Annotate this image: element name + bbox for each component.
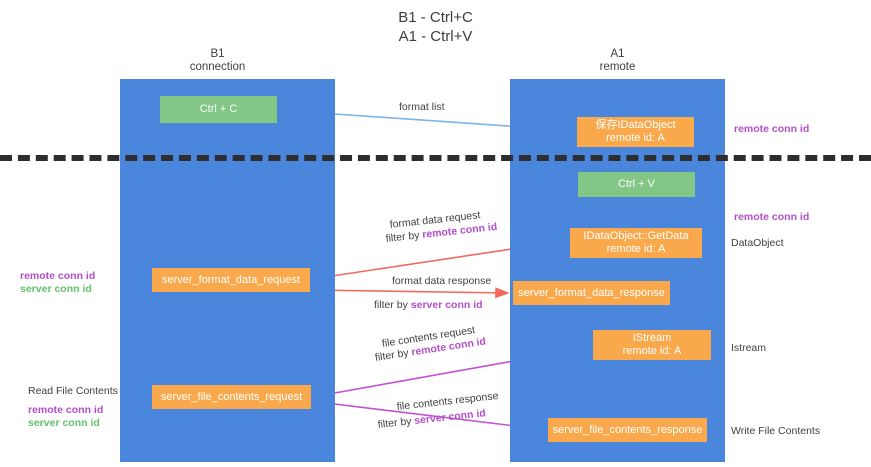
node-server-format-data-request[interactable]: server_format_data_request bbox=[152, 268, 310, 292]
annotation-dataobject: DataObject bbox=[731, 237, 784, 249]
filter-prefix-3: filter by bbox=[374, 346, 413, 364]
annotation-left-server-conn-id-mid: server conn id bbox=[20, 283, 92, 295]
node-ctrl-v[interactable]: Ctrl + V bbox=[578, 172, 695, 197]
node-save-idataobject-remote-id: remote id: A bbox=[606, 132, 665, 144]
filter-prefix-1: filter by bbox=[385, 229, 423, 245]
page-title: B1 - Ctrl+C A1 - Ctrl+V bbox=[398, 9, 473, 45]
node-istream-remote-id: remote id: A bbox=[622, 345, 682, 357]
annotation-read-file-contents: Read File Contents bbox=[28, 385, 118, 397]
node-save-idataobject-label: 保存IDataObject bbox=[595, 119, 676, 131]
node-ctrl-c-label: Ctrl + C bbox=[199, 103, 238, 115]
lane-header-a1: A1 remote bbox=[560, 48, 675, 74]
node-server-format-data-response-label: server_format_data_response bbox=[518, 286, 665, 299]
node-server-file-contents-request[interactable]: server_file_contents_request bbox=[152, 385, 311, 409]
lane-header-b1-role: connection bbox=[189, 61, 246, 73]
annotation-remote-conn-id-top: remote conn id bbox=[734, 123, 810, 135]
filter-prefix-4: filter by bbox=[377, 415, 415, 431]
annotation-remote-conn-id-mid: remote conn id bbox=[734, 211, 810, 223]
lane-header-b1: B1 connection bbox=[160, 48, 275, 74]
edge-label-format-data-response-filter: filter by server conn id bbox=[374, 298, 483, 312]
node-server-file-contents-response[interactable]: server_file_contents_response bbox=[548, 418, 707, 442]
lane-header-a1-name: A1 bbox=[610, 48, 625, 60]
node-server-file-contents-response-label: server_file_contents_response bbox=[552, 423, 703, 436]
node-save-idataobject[interactable]: 保存IDataObject remote id: A bbox=[577, 117, 694, 147]
edge-label-format-data-response: format data response bbox=[392, 275, 492, 287]
lane-header-a1-role: remote bbox=[599, 61, 636, 73]
filter-key-server-conn-id-1: server conn id bbox=[410, 299, 483, 311]
node-ctrl-c[interactable]: Ctrl + C bbox=[160, 96, 277, 123]
annotation-left-remote-conn-id-mid: remote conn id bbox=[20, 270, 96, 282]
section-divider bbox=[0, 155, 871, 161]
annotation-write-file-contents: Write File Contents bbox=[731, 425, 821, 437]
node-server-file-contents-request-label: server_file_contents_request bbox=[160, 390, 303, 403]
node-istream-label: IStream bbox=[632, 332, 672, 344]
edge-label-format-list: format list bbox=[399, 101, 445, 113]
annotation-left-server-conn-id-bottom: server conn id bbox=[28, 417, 100, 429]
node-server-format-data-request-label: server_format_data_request bbox=[161, 273, 301, 286]
lane-header-b1-name: B1 bbox=[210, 48, 225, 60]
node-ctrl-v-label: Ctrl + V bbox=[618, 178, 655, 190]
filter-prefix-2: filter by bbox=[374, 299, 411, 311]
annotation-left-remote-conn-id-bottom: remote conn id bbox=[28, 404, 104, 416]
node-server-format-data-response[interactable]: server_format_data_response bbox=[513, 281, 670, 305]
node-istream[interactable]: IStream remote id: A bbox=[593, 330, 711, 360]
node-idataobject-getdata-remote-id: remote id: A bbox=[606, 243, 666, 255]
annotation-istream: Istream bbox=[731, 342, 767, 354]
node-idataobject-getdata-label: IDataObject::GetData bbox=[583, 230, 689, 242]
node-idataobject-getdata[interactable]: IDataObject::GetData remote id: A bbox=[570, 228, 702, 258]
